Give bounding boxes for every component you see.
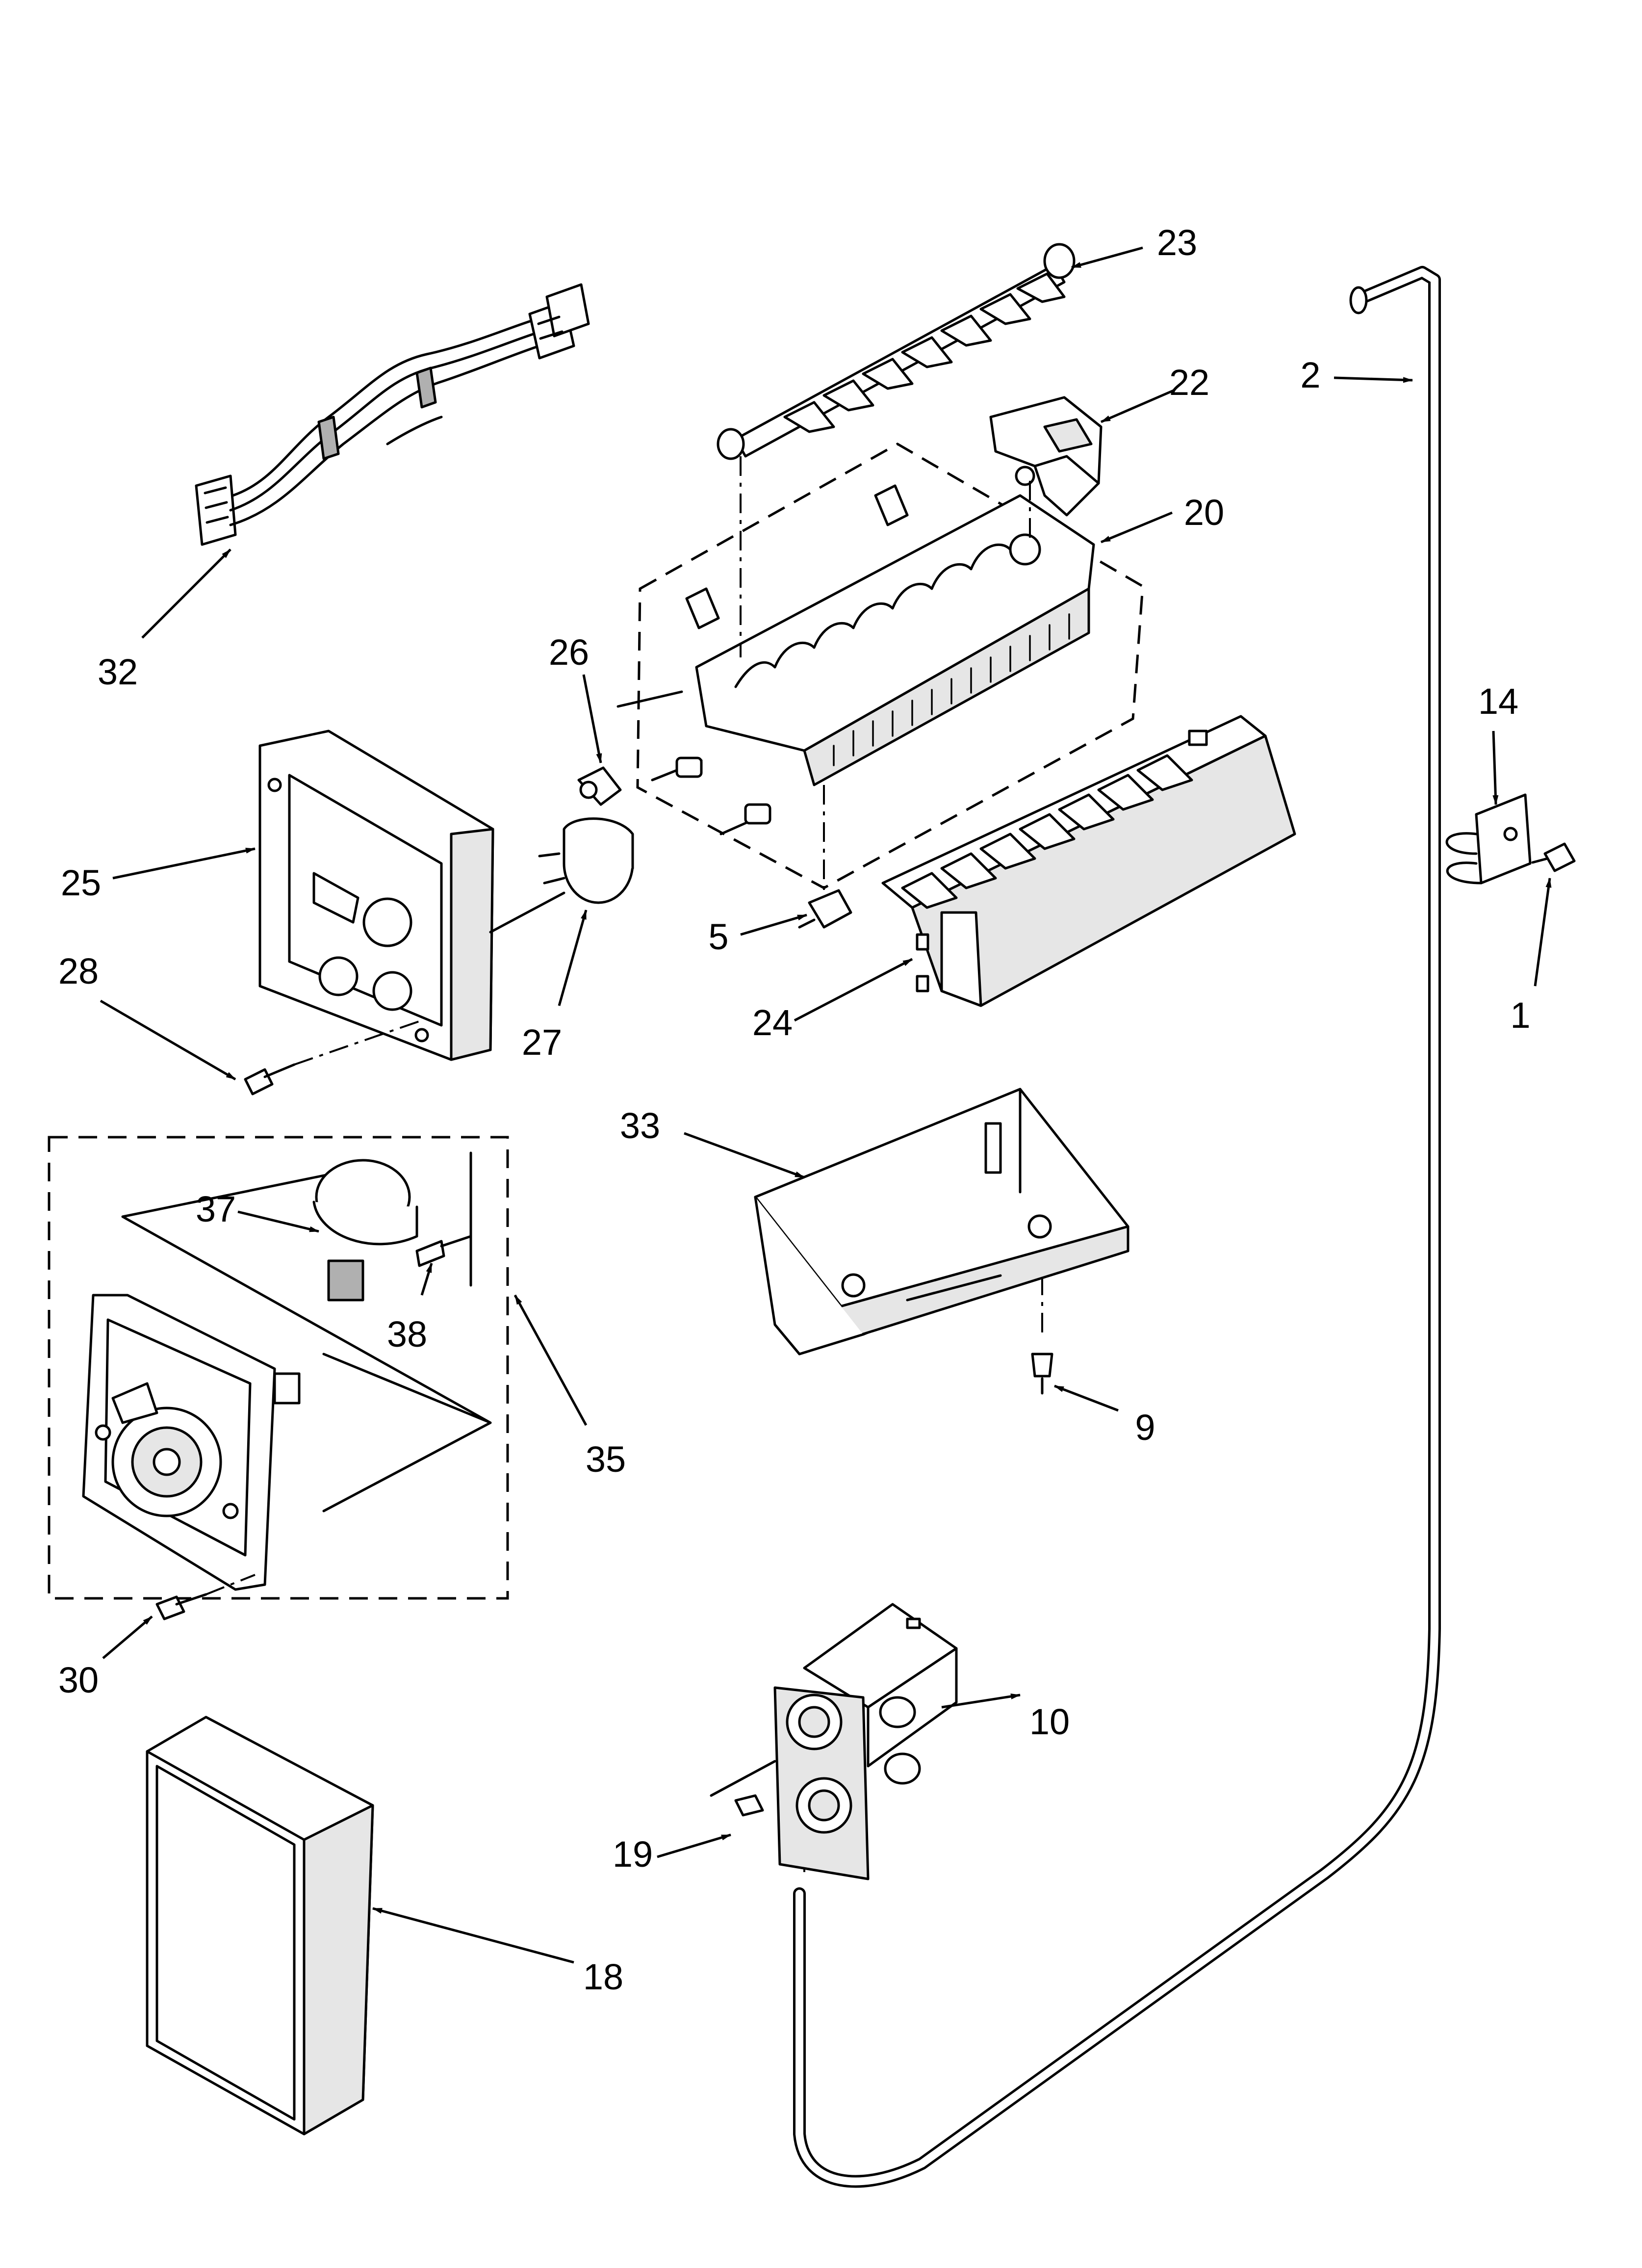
spring-part-38	[415, 1235, 472, 1267]
callout-5: 5	[708, 916, 728, 957]
callout-20: 20	[1184, 492, 1224, 533]
drive-assembly	[48, 1136, 509, 1600]
callout-37: 37	[196, 1189, 236, 1229]
callout-24: 24	[752, 1002, 793, 1043]
callout-27: 27	[522, 1022, 562, 1063]
ice-stripper	[881, 715, 1296, 1007]
ejector-shaft	[717, 243, 1076, 460]
callout-28: 28	[58, 951, 99, 991]
callout-2: 2	[1300, 355, 1320, 395]
mounting-plate	[82, 1294, 301, 1591]
ice-tray-cover	[754, 1088, 1129, 1356]
thermostat	[538, 817, 634, 904]
callout-labels: 1 2 5 9 10 14 18 19 20 22 23 24 25 26 27…	[58, 222, 1531, 1997]
callout-25: 25	[61, 862, 101, 903]
water-fill-tube	[793, 266, 1441, 2188]
screw-part-9	[1031, 1353, 1053, 1395]
callout-1: 1	[1510, 995, 1530, 1036]
callout-10: 10	[1029, 1701, 1070, 1742]
screw-part-1	[1531, 842, 1576, 872]
callout-leaders	[100, 246, 1552, 1964]
drive-motor	[312, 1151, 472, 1302]
clip-part-26	[577, 766, 622, 806]
screw-part-28	[244, 1019, 422, 1095]
callout-23: 23	[1157, 222, 1197, 263]
screw-part-19	[710, 1760, 776, 1817]
callout-30: 30	[58, 1660, 99, 1700]
control-housing	[258, 730, 565, 1061]
bin-cover-part-18	[146, 1716, 374, 2136]
callout-26: 26	[549, 632, 589, 673]
callout-9: 9	[1135, 1407, 1155, 1448]
callout-14: 14	[1478, 681, 1518, 722]
callout-33: 33	[620, 1105, 660, 1146]
water-valve	[773, 1603, 958, 1880]
ice-mold	[616, 443, 1144, 889]
clip-part-5	[798, 889, 852, 929]
callout-38: 38	[387, 1314, 427, 1355]
tube-clamp	[1445, 793, 1532, 885]
callout-32: 32	[98, 652, 138, 692]
callout-35: 35	[586, 1439, 626, 1480]
callout-18: 18	[583, 1956, 623, 1997]
callout-22: 22	[1169, 362, 1209, 403]
bracket-part-22	[989, 396, 1103, 517]
wire-harness	[195, 283, 590, 546]
screw-part-30	[155, 1574, 256, 1620]
callout-19: 19	[613, 1834, 653, 1875]
